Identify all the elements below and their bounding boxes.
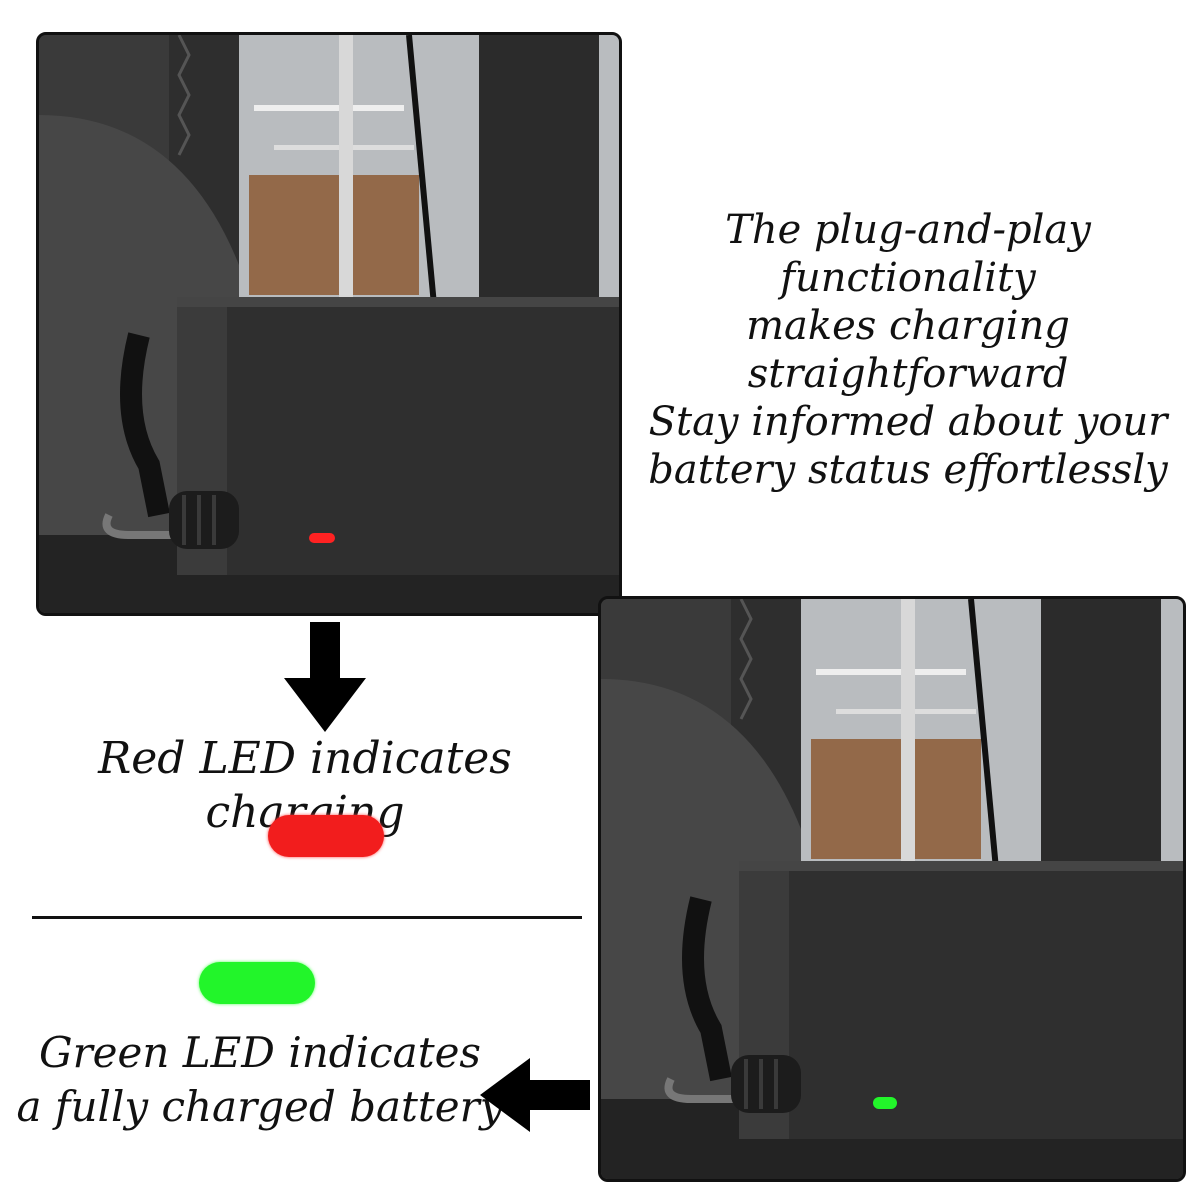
intro-line: Stay informed about your bbox=[648, 399, 1168, 445]
green-caption-line: a fully charged battery bbox=[16, 1082, 504, 1131]
green-led-caption: Green LED indicates a fully charged batt… bbox=[10, 1026, 510, 1134]
divider bbox=[32, 916, 582, 919]
intro-line: The plug-and-play functionality bbox=[725, 207, 1091, 301]
charger-photo-charged bbox=[598, 596, 1186, 1182]
intro-caption: The plug-and-play functionality makes ch… bbox=[618, 206, 1198, 494]
intro-line: battery status effortlessly bbox=[648, 447, 1168, 493]
charger-photo-charging bbox=[36, 32, 622, 616]
intro-line: makes charging straightforward bbox=[746, 303, 1070, 397]
arrow-down-icon bbox=[284, 622, 366, 732]
green-caption-line: Green LED indicates bbox=[39, 1028, 481, 1077]
red-led-indicator bbox=[268, 815, 384, 857]
green-led-indicator bbox=[199, 962, 315, 1004]
arrow-left-icon bbox=[480, 1058, 590, 1132]
